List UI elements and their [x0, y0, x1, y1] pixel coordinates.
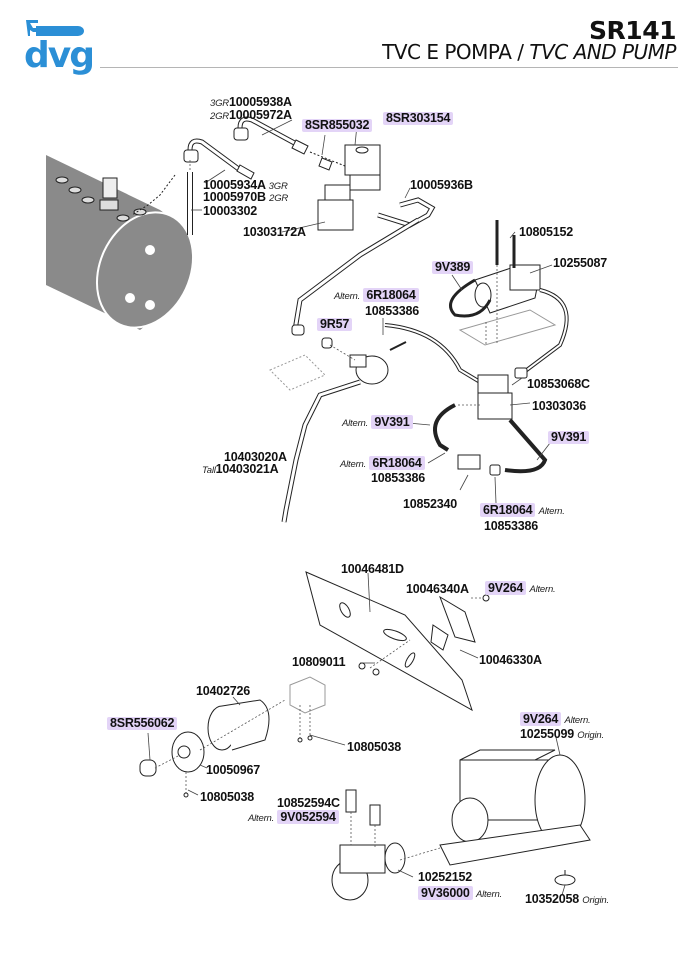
part-label: 10853386: [365, 304, 420, 318]
part-label: Tall10403021A: [202, 462, 279, 477]
nut: [372, 668, 380, 676]
part-label-highlighted: 8SR556062: [107, 717, 178, 730]
part-label: 9V36000 Altern.: [418, 886, 502, 901]
solenoid-valve-lower: [317, 184, 354, 231]
cover-plate: [305, 571, 476, 712]
part-label: 10853068C: [527, 377, 590, 391]
part-label: Altern. 9V052594: [248, 810, 339, 825]
part-label: 10402726: [196, 684, 251, 698]
part-label: 10352058 Origin.: [525, 892, 609, 907]
part-label: 10805152: [519, 225, 574, 239]
pump-motor-large: [439, 749, 591, 886]
part-label: 10046340A: [406, 582, 469, 596]
part-label: 10255099 Origin.: [520, 727, 604, 742]
part-label: 10853386: [484, 519, 539, 533]
flowmeter: [349, 341, 407, 385]
motor-cover: [139, 699, 270, 777]
document-title: TVC E POMPA / TVC AND PUMP: [382, 42, 676, 62]
part-label: 10805038: [200, 790, 255, 804]
title-italian: TVC E POMPA: [382, 40, 512, 64]
part-label: 10046330A: [479, 653, 542, 667]
part-label-highlighted: 8SR855032: [302, 119, 373, 132]
part-label: Altern. 9V391: [342, 415, 413, 430]
part-label-highlighted: 9V389: [432, 261, 474, 274]
espresso-portafilter-icon: [26, 20, 84, 36]
part-label: 10852340: [403, 497, 458, 511]
part-label-highlighted: 9R57: [317, 318, 353, 331]
title-separator: /: [511, 40, 530, 64]
boiler: [46, 155, 195, 330]
solenoid-valve-upper: [344, 144, 381, 191]
part-label: 10046481D: [341, 562, 404, 576]
part-label: 10853386: [371, 471, 426, 485]
part-label: 10255087: [553, 256, 608, 270]
part-label: 10005970B 2GR: [203, 190, 289, 205]
brand-name: dvg: [24, 35, 95, 76]
part-label: 10050967: [206, 763, 261, 777]
part-label: Altern. 6R18064: [334, 288, 419, 303]
part-label-highlighted: 8SR303154: [383, 112, 454, 125]
title-english: TVC AND PUMP: [529, 40, 676, 64]
part-label: Altern. 6R18064: [340, 456, 425, 471]
part-label: 10805038: [347, 740, 402, 754]
pump-head: [331, 789, 406, 901]
part-label: 3GR10005938A: [210, 95, 292, 110]
part-label: 10852594C: [277, 796, 340, 810]
nut: [358, 662, 366, 670]
part-label: 10005934A 3GR: [203, 178, 288, 193]
screw: [183, 792, 189, 798]
leader-lines: [147, 119, 566, 896]
pipe-assembly-upper: [183, 116, 351, 235]
part-label: 10303036: [532, 399, 587, 413]
screw: [482, 594, 490, 602]
solenoid-valve-side: [477, 374, 513, 420]
screw: [307, 735, 313, 741]
part-label: 10252152: [418, 870, 473, 884]
header-divider: [100, 67, 678, 68]
part-label: 10809011: [292, 655, 346, 669]
part-label: 9V264 Altern.: [485, 581, 556, 596]
part-label: 10005936B: [410, 178, 473, 192]
part-label: 10003302: [203, 204, 258, 218]
part-label: 10303172A: [243, 225, 306, 239]
part-label: 10403020A: [224, 450, 287, 464]
part-label: 2GR10005972A: [210, 108, 292, 123]
pump-motor-small: [458, 264, 557, 346]
part-label: 9V264 Altern.: [520, 712, 591, 727]
document-code: SR141: [589, 16, 676, 45]
assembly-guide-lines: [154, 160, 498, 861]
part-label: 6R18064 Altern.: [480, 503, 565, 518]
dash-line: [131, 174, 176, 216]
part-label-highlighted: 9V391: [548, 431, 590, 444]
screw: [297, 737, 303, 743]
